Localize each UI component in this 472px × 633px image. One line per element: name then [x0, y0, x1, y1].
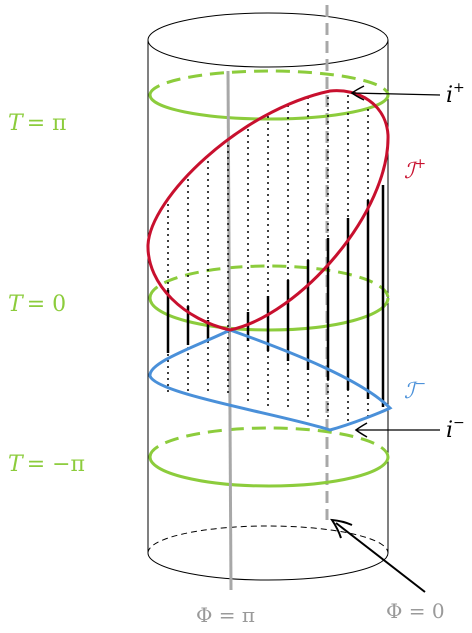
slice-t-minus-pi-front — [148, 456, 390, 488]
label-t-pi: T= π — [8, 111, 67, 136]
label-i-plus: i+ — [446, 80, 465, 108]
i-plus-arrowhead — [350, 85, 365, 101]
slice-t-minus-pi-back — [148, 426, 390, 458]
phi-zero-arrowhead — [330, 518, 353, 539]
label-t-zero: T= 0 — [8, 292, 66, 317]
label-phi-pi: Φ = π — [196, 603, 255, 627]
label-phi-zero: Φ = 0 — [386, 599, 445, 623]
label-t-minus-pi: T= −π — [8, 452, 85, 477]
slice-t-zero-back — [148, 264, 390, 299]
i-plus-pointer-line — [351, 92, 441, 96]
dotted-field-lines — [167, 91, 369, 422]
i-minus-arrowhead — [354, 422, 368, 438]
cylinder-bottom-rim-front — [147, 552, 389, 581]
scri-minus-curve — [148, 328, 393, 432]
slice-t-pi-back — [148, 69, 390, 96]
cylinder-top-rim — [147, 12, 389, 68]
label-i-minus: i− — [446, 415, 465, 443]
cylinder-bottom-rim-back — [147, 525, 389, 554]
label-scri-plus: ℐ+ — [404, 156, 426, 184]
solid-field-lines — [166, 185, 385, 407]
phi-zero-pointer-line — [335, 522, 426, 593]
scri-plus-curve — [146, 89, 390, 332]
label-scri-minus: ℐ− — [404, 376, 426, 404]
